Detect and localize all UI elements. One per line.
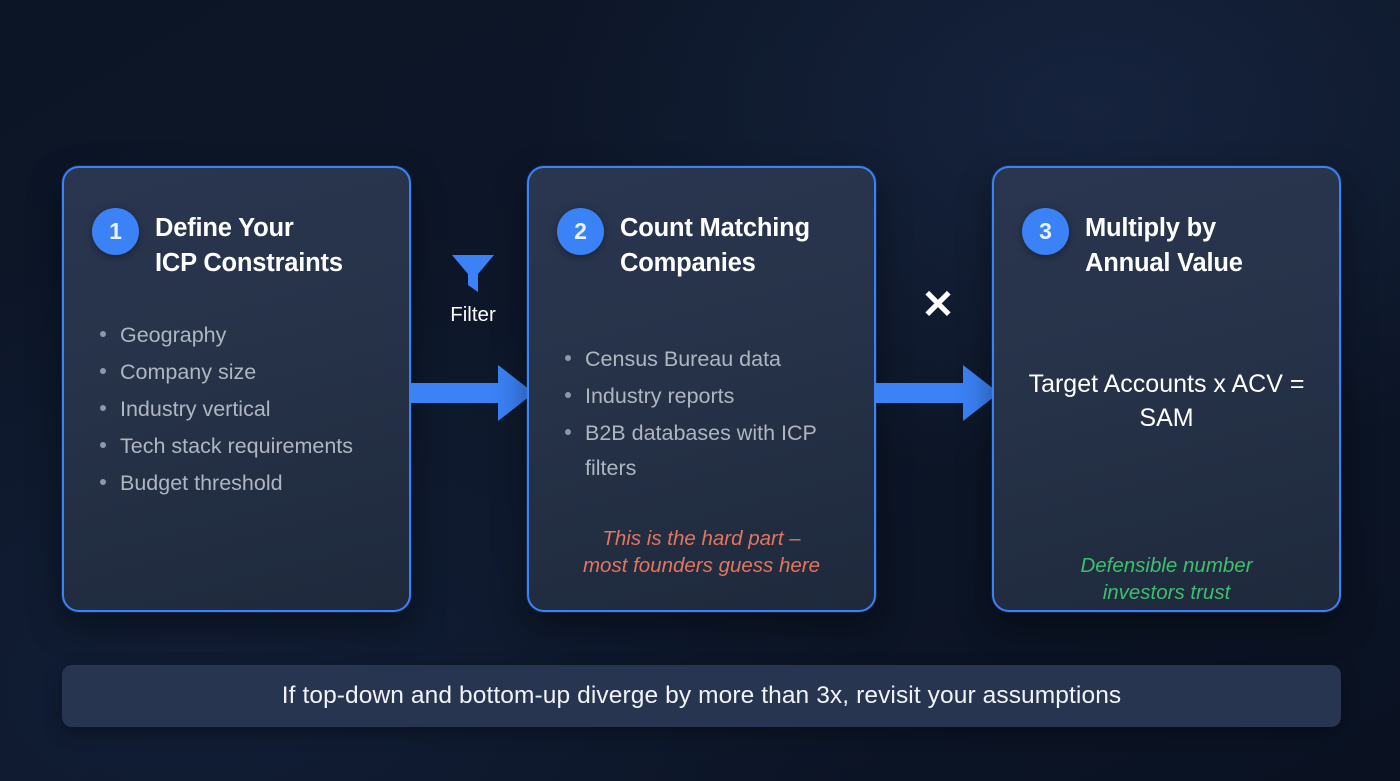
card-header: 3 Multiply by Annual Value xyxy=(994,168,1339,280)
list-item: Geography xyxy=(98,318,385,353)
card-title: Multiply by Annual Value xyxy=(1085,214,1243,277)
step-card-3: 3 Multiply by Annual Value Target Accoun… xyxy=(992,166,1341,612)
sam-formula: Target Accounts x ACV = SAM xyxy=(1028,370,1305,432)
list-item: B2B databases with ICP filters xyxy=(563,416,850,486)
step-number-badge: 2 xyxy=(557,208,604,255)
data-source-list: Census Bureau data Industry reports B2B … xyxy=(529,342,874,485)
constraint-list: Geography Company size Industry vertical… xyxy=(64,318,409,500)
multiply-icon: ✕ xyxy=(921,283,955,327)
list-item: Company size xyxy=(98,355,385,390)
filter-label: Filter xyxy=(450,303,496,326)
list-item: Census Bureau data xyxy=(563,342,850,377)
footer-callout-text: If top-down and bottom-up diverge by mor… xyxy=(281,682,1122,709)
step-number-badge: 1 xyxy=(92,208,139,255)
step-card-2: 2 Count Matching Companies Census Bureau… xyxy=(527,166,876,612)
flow-arrow-2 xyxy=(875,365,999,421)
step-card-1: 1 Define Your ICP Constraints Geography … xyxy=(62,166,411,612)
card-title: Define Your ICP Constraints xyxy=(155,214,343,277)
filter-connector: Filter xyxy=(412,252,534,327)
card-header: 1 Define Your ICP Constraints xyxy=(64,168,409,280)
list-item: Industry vertical xyxy=(98,392,385,427)
step-number-badge: 3 xyxy=(1022,208,1069,255)
card-title: Count Matching Companies xyxy=(620,214,810,277)
list-item: Industry reports xyxy=(563,379,850,414)
success-note: Defensible number investors trust xyxy=(1080,554,1253,605)
footer-callout-banner: If top-down and bottom-up diverge by mor… xyxy=(62,665,1341,727)
funnel-icon xyxy=(412,252,534,296)
card-header: 2 Count Matching Companies xyxy=(529,168,874,280)
list-item: Tech stack requirements xyxy=(98,429,385,464)
warning-note: This is the hard part – most founders gu… xyxy=(582,527,821,578)
flow-arrow-1 xyxy=(410,365,534,421)
list-item: Budget threshold xyxy=(98,466,385,501)
